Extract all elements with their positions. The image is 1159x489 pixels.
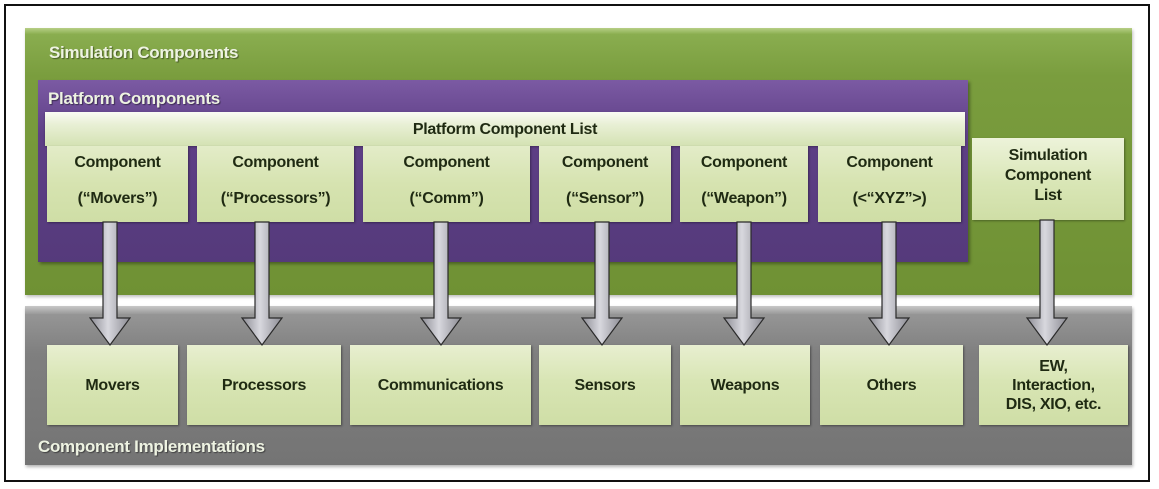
component-implementations-title: Component Implementations — [38, 437, 265, 456]
component-weapon: Component (“Weapon”) — [680, 146, 808, 222]
implementation-label: Sensors — [574, 376, 636, 394]
implementation-ew-interaction-dis-xio: EW, Interaction, DIS, XIO, etc. — [979, 345, 1128, 425]
implementation-communications: Communications — [350, 345, 531, 425]
simulation-component-list: Simulation Component List — [972, 138, 1124, 220]
simulation-component-list-line1: Simulation — [1008, 147, 1088, 164]
down-arrow-icon — [1025, 219, 1069, 347]
implementation-label: Movers — [85, 376, 140, 394]
implementation-label: Communications — [377, 376, 504, 394]
component-label: Component — [561, 154, 649, 171]
platform-components-title: Platform Components — [48, 89, 220, 108]
implementation-line2: Interaction, — [1012, 376, 1095, 394]
down-arrow-icon — [240, 221, 284, 347]
simulation-component-list-line3: List — [1034, 187, 1062, 204]
component-movers: Component (“Movers”) — [47, 146, 188, 222]
component-type: (<“XYZ”>) — [852, 190, 927, 207]
panel-bevel — [25, 306, 1132, 314]
component-label: Component — [232, 154, 319, 171]
implementation-label: Processors — [221, 376, 307, 394]
down-arrow-icon — [722, 221, 766, 347]
component-label: Component — [74, 154, 161, 171]
component-label: Component — [700, 154, 788, 171]
simulation-components-title: Simulation Components — [49, 43, 239, 62]
implementation-line3: DIS, XIO, etc. — [1005, 395, 1102, 413]
component-type: (“Sensor”) — [566, 190, 644, 207]
component-xyz: Component (<“XYZ”>) — [818, 146, 961, 222]
implementation-label: Others — [866, 376, 917, 394]
down-arrow-icon — [419, 221, 463, 347]
component-type: (“Processors”) — [220, 190, 331, 207]
component-label: Component — [846, 154, 933, 171]
component-type: (“Comm”) — [409, 190, 484, 207]
implementation-line1: EW, — [1039, 357, 1068, 375]
implementation-weapons: Weapons — [680, 345, 810, 425]
component-sensor: Component (“Sensor”) — [539, 146, 671, 222]
implementation-others: Others — [820, 345, 963, 425]
component-label: Component — [403, 154, 490, 171]
panel-bevel — [25, 28, 1132, 34]
down-arrow-icon — [867, 221, 911, 347]
implementation-sensors: Sensors — [539, 345, 671, 425]
component-comm: Component (“Comm”) — [363, 146, 530, 222]
platform-component-list: Platform Component List — [45, 112, 965, 146]
down-arrow-icon — [88, 221, 132, 347]
down-arrow-icon — [580, 221, 624, 347]
implementation-label: Weapons — [710, 376, 780, 394]
platform-component-list-label: Platform Component List — [412, 121, 598, 138]
component-processors: Component (“Processors”) — [197, 146, 354, 222]
component-type: (“Movers”) — [77, 190, 158, 207]
simulation-component-list-line2: Component — [1004, 167, 1092, 184]
implementation-movers: Movers — [47, 345, 178, 425]
component-type: (“Weapon”) — [701, 190, 787, 207]
implementation-processors: Processors — [187, 345, 341, 425]
